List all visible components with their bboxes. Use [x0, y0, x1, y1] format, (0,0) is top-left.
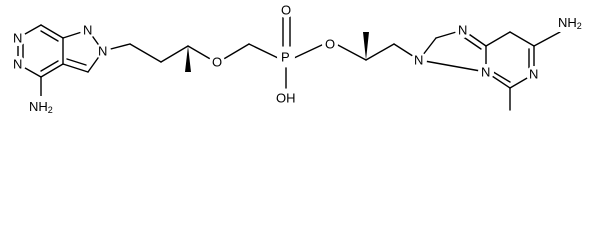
- amine-right: NH2: [558, 15, 582, 32]
- bond: [129, 43, 162, 63]
- atom-n3-left: N: [13, 57, 22, 72]
- atom-n1-left: N: [13, 31, 22, 46]
- bond: [461, 35, 482, 50]
- atom-background: [10, 30, 26, 46]
- amine-left: NH2: [29, 99, 53, 116]
- atom-background: [274, 90, 300, 106]
- bond: [509, 31, 535, 47]
- bond: [533, 31, 561, 47]
- bond: [40, 30, 59, 42]
- left-adenine: [17, 24, 131, 101]
- bond: [248, 43, 279, 59]
- amine-left-subscript: 2: [48, 105, 53, 115]
- atom-background: [478, 64, 494, 80]
- atom-background: [411, 52, 427, 68]
- atom-ether-oxygen: O: [212, 55, 222, 70]
- linker-chain: [129, 15, 395, 89]
- atom-n3-right: N: [481, 65, 490, 80]
- bond: [365, 43, 395, 61]
- bond: [418, 59, 487, 73]
- atom-phosphorus: P: [281, 50, 290, 65]
- bond: [187, 45, 213, 61]
- bond: [293, 43, 325, 59]
- bond: [40, 24, 64, 39]
- amine-right-subscript: 2: [577, 21, 582, 31]
- atom-background: [95, 43, 111, 59]
- atom-background: [209, 54, 225, 70]
- atom-hydroxyl: OH: [276, 91, 296, 106]
- bond: [221, 43, 250, 61]
- atom-background: [27, 96, 57, 112]
- atom-background: [277, 48, 295, 66]
- bond: [160, 45, 189, 63]
- atom-n7-left: N: [83, 23, 92, 38]
- atom-background: [455, 22, 471, 38]
- bond: [40, 63, 64, 78]
- atom-phosphoryl-oxygen: O: [281, 3, 291, 18]
- atom-ester-oxygen: O: [325, 37, 335, 52]
- atom-n1-right: N: [529, 67, 538, 82]
- atom-background: [80, 22, 96, 38]
- amine-left-nh: NH: [29, 99, 48, 114]
- atom-n7-right: N: [458, 23, 467, 38]
- atom-n9-left: N: [98, 44, 107, 59]
- atom-background: [556, 14, 588, 32]
- bond: [62, 63, 89, 73]
- bond: [40, 60, 59, 72]
- atom-background: [322, 36, 338, 52]
- stereo-wedge: [363, 32, 369, 60]
- atom-background: [526, 66, 542, 82]
- chemical-structure: N N N N NH2 O P O O OH N N N N NH2: [10, 2, 588, 116]
- stereo-wedge: [185, 46, 191, 72]
- bond: [66, 58, 87, 66]
- atom-background: [10, 56, 26, 72]
- atom-n9-right: N: [414, 53, 423, 68]
- bond: [485, 31, 511, 47]
- bond: [335, 43, 367, 61]
- atom-background: [278, 2, 294, 18]
- amine-right-nh: NH: [558, 15, 577, 30]
